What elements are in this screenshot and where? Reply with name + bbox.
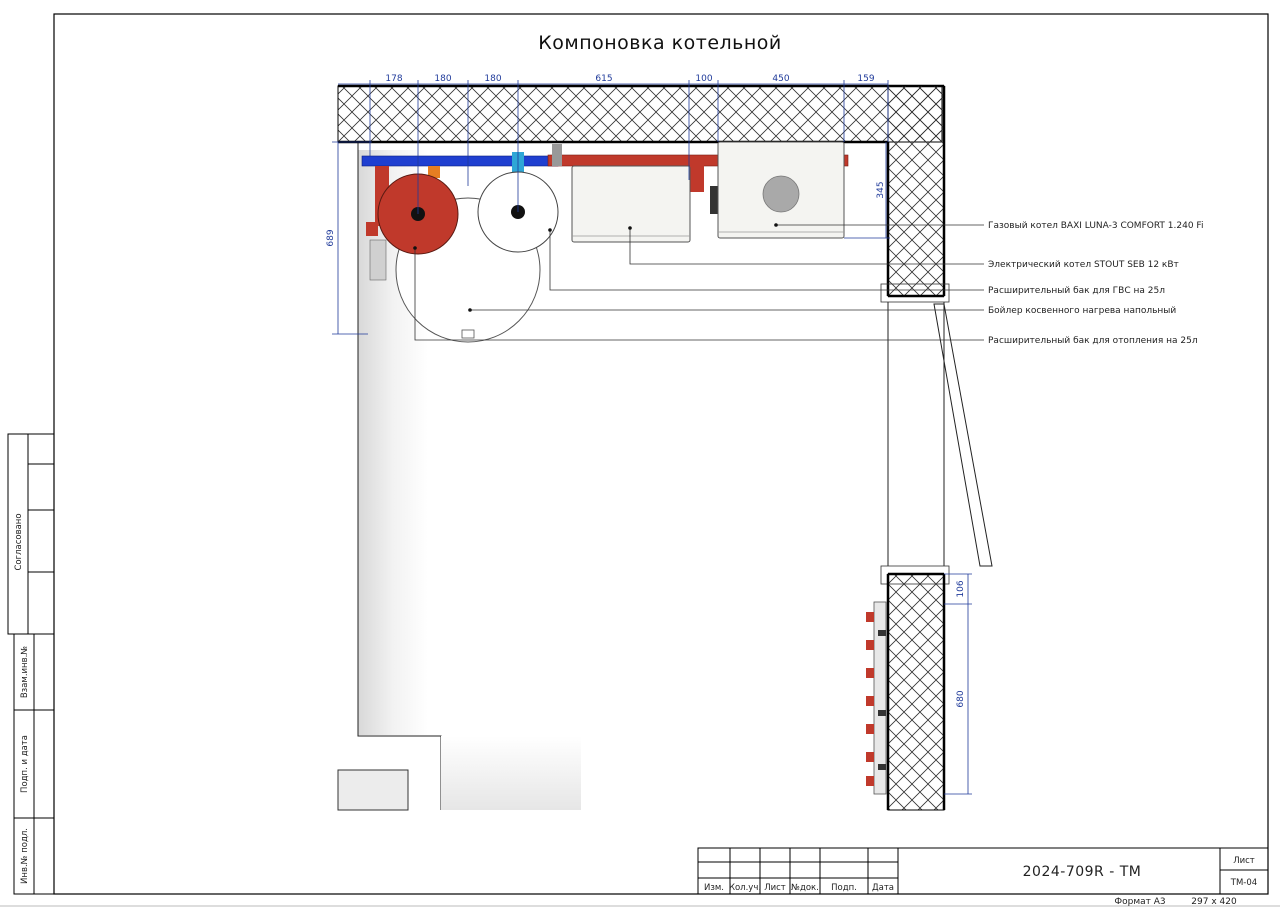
dim-top-6: 450 [772,74,789,84]
tb-col-date: Дата [872,883,894,893]
pipe-fitting-gray [552,144,562,166]
drawing-title: Компоновка котельной [538,32,782,54]
tb-sheet-label: Лист [1233,856,1255,866]
tb-sheet-value: ТМ-04 [1230,878,1257,888]
lower-block [337,769,409,811]
dim-top-2: 180 [434,74,451,84]
dim-top-3: 180 [484,74,501,84]
sheet-frame [53,13,1269,895]
dim-top-4: 615 [595,74,612,84]
right-wall-dimension [844,142,890,239]
stamp-inv-orig: Инв.№ подл. [20,828,30,884]
floor-shade-bottom [441,736,581,810]
callout-floor-boiler: Бойлер косвенного нагрева напольный [988,306,1176,316]
door-leaf [933,303,993,567]
callout-dots [413,223,778,312]
tb-col-kol: Кол.уч. [729,883,761,893]
side-stamp [7,433,55,895]
floor-boiler-foot [461,329,475,339]
door-frame-top [880,283,950,303]
callout-electric-boiler: Электрический котел STOUT SEB 12 кВт [988,260,1179,270]
stamp-replace-inv: Взам.инв.№ [20,646,30,698]
stamp-sign-date: Подп. и дата [20,735,30,793]
callout-leaders [414,224,984,341]
tb-col-doc: №док. [791,883,819,893]
red-valve [690,160,704,192]
heating-manifold [866,601,887,795]
dim-right-wall: 345 [876,181,886,198]
top-dimension [338,80,889,214]
riser-valve-2 [369,239,387,281]
blue-pipe [361,155,559,167]
orange-fitting [428,166,440,178]
callout-dhw-tank: Расширительный бак для ГВС на 25л [988,286,1165,296]
callout-gas-boiler: Газовый котел BAXI LUNA-3 COMFORT 1.240 … [988,221,1203,231]
tb-col-izm: Изм. [704,883,724,893]
yellow-fitting [710,186,720,214]
title-block [697,847,1269,895]
dim-lower-b: 680 [956,690,966,707]
tb-col-podp: Подп. [831,883,857,893]
right-wall-lower [887,573,945,811]
left-dimension [332,141,372,335]
dim-top-1: 178 [385,74,402,84]
right-wall-upper [887,85,945,297]
footer-format: Формат А3 [1114,897,1165,907]
callout-heating-tank: Расширительный бак для отопления на 25л [988,336,1198,346]
tb-code: 2024-709R - ТМ [1023,864,1142,880]
dim-top-5: 100 [695,74,712,84]
gas-boiler-flue [762,175,800,213]
footer-size: 297 x 420 [1191,897,1237,907]
electric-boiler [571,165,691,243]
tb-col-list: Лист [764,883,786,893]
top-wall [337,85,943,143]
stamp-agreed: Согласовано [14,513,24,570]
riser-valve-1 [366,222,378,236]
dim-left-height: 689 [326,229,336,246]
dim-lower-a: 106 [956,580,966,597]
lower-right-dimension [944,573,972,795]
dim-top-7: 159 [857,74,874,84]
